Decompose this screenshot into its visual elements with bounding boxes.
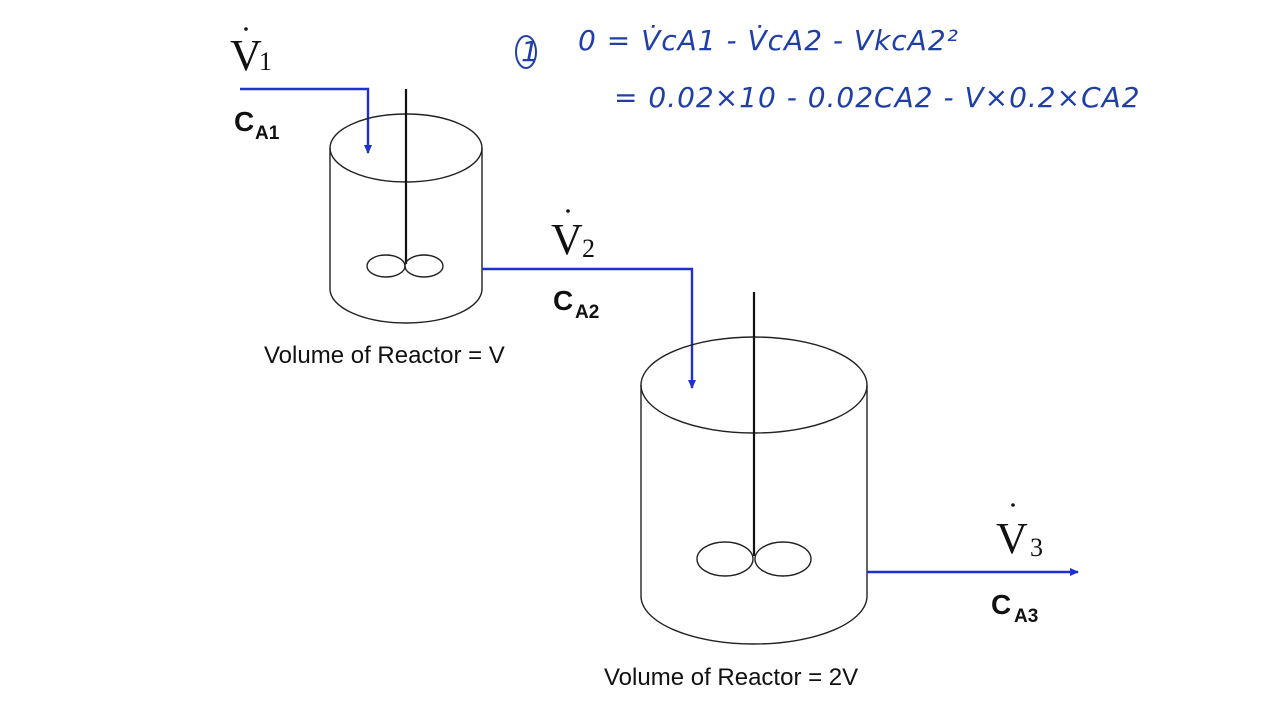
- stream-3-dot: [1011, 503, 1015, 507]
- stream-3-flow-label: V 3: [996, 503, 1043, 563]
- reactor-2-bottom: [640, 595, 868, 645]
- stream-3-conc-label: C A3: [991, 589, 1038, 627]
- reactor-2-impeller-right: [754, 541, 812, 577]
- reactor-1-impeller-right: [404, 254, 444, 278]
- handwritten-notes: 1 0 = V̇cA1 - V̇cA2 - VkcA2² = 0.02×10 -…: [515, 24, 1141, 114]
- stream-1-conc-label: C A1: [234, 106, 280, 144]
- reactor-1-caption: Volume of Reactor = V: [264, 342, 505, 369]
- stream-1-conc-sub: A1: [255, 123, 280, 144]
- stream-1-pipe: [240, 87, 372, 154]
- stream-3-conc: C: [991, 589, 1011, 620]
- reactor-1-impeller-left: [366, 254, 406, 278]
- note-line-1: 0 = V̇cA1 - V̇cA2 - VkcA2²: [578, 24, 959, 57]
- stream-2-pipe: [482, 267, 696, 389]
- stream-1-conc: C: [234, 106, 254, 137]
- stream-3-symbol: V: [996, 514, 1028, 563]
- stream-3-subscript: 3: [1030, 533, 1043, 562]
- stream-2-conc: C: [553, 285, 573, 316]
- stream-2-flow-label: V 2: [551, 209, 595, 264]
- stream-1-subscript: 1: [259, 47, 272, 76]
- stream-3-conc-sub: A3: [1014, 606, 1038, 627]
- note-line-2: = 0.02×10 - 0.02CA2 - V×0.2×CA2: [614, 81, 1141, 114]
- stream-2-conc-label: C A2: [553, 285, 599, 323]
- reactor-2: [640, 292, 868, 645]
- stream-2-subscript: 2: [582, 234, 595, 263]
- note-marker-circle: [515, 35, 537, 69]
- reactor-2-impeller-left: [696, 541, 754, 577]
- note-marker: 1: [521, 35, 540, 68]
- stream-2-dot: [566, 209, 570, 213]
- reactor-2-caption: Volume of Reactor = 2V: [604, 664, 858, 691]
- stream-2-conc-sub: A2: [575, 302, 599, 323]
- stream-1-flow-label: V 1: [230, 27, 272, 80]
- reactor-1: [329, 89, 483, 324]
- stream-1-symbol: V: [230, 31, 262, 80]
- stream-2-symbol: V: [551, 215, 583, 264]
- stream-1-dot: [244, 27, 248, 31]
- reactor-1-bottom: [329, 288, 483, 324]
